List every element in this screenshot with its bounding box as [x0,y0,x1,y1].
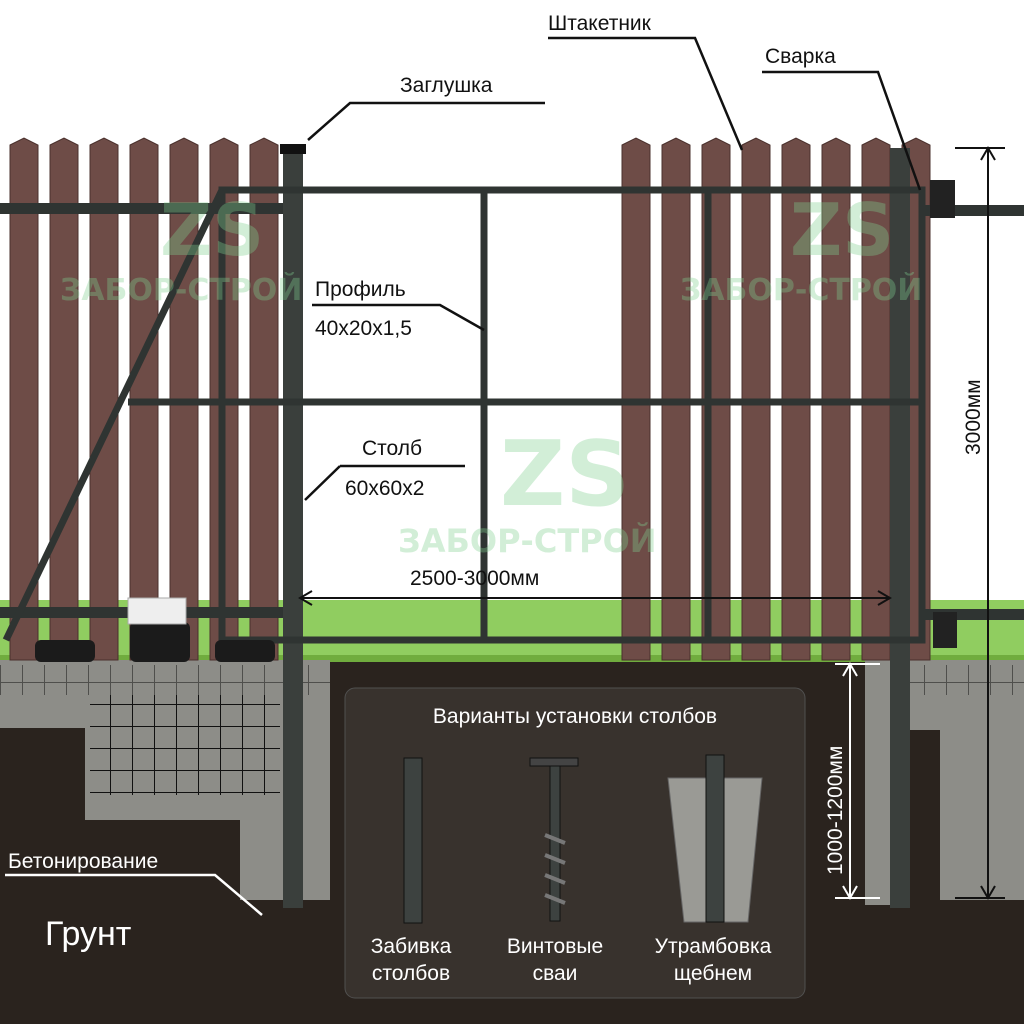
svg-text:ZS: ZS [790,188,894,272]
label-post-size: 60x60x2 [345,477,424,500]
svg-text:Винтовые: Винтовые [507,935,603,958]
gate-frame [2,186,926,644]
post-left [283,148,303,908]
svg-text:Забивка: Забивка [371,935,452,958]
label-welding: Сварка [765,45,836,68]
leader-lines [304,36,922,501]
gravel-post-icon [667,754,763,923]
svg-text:Утрамбовка: Утрамбовка [655,935,772,958]
svg-text:столбов: столбов [372,962,450,985]
post-cap [280,144,306,154]
svg-text:ЗАБОР-СТРОЙ: ЗАБОР-СТРОЙ [398,522,657,560]
driven-post-icon [403,757,423,924]
svg-text:ZS: ZS [500,422,630,527]
watermark: ZS ЗАБОР-СТРОЙ ZS ЗАБОР-СТРОЙ ZS ЗАБОР-С… [60,188,922,560]
label-profile: Профиль [315,278,406,301]
svg-text:ЗАБОР-СТРОЙ: ЗАБОР-СТРОЙ [60,272,302,308]
variants-panel: Варианты установки столбов Забивка столб… [344,687,806,999]
svg-text:сваи: сваи [533,962,578,985]
variants-title: Варианты установки столбов [433,705,717,728]
label-cap: Заглушка [400,74,493,97]
label-profile-size: 40x20x1,5 [315,317,412,340]
gate-stop [933,612,957,648]
rebar-mesh [90,695,280,795]
picket [89,137,119,661]
screw-pile-icon [529,757,579,922]
label-span-width: 2500-3000мм [410,567,539,590]
svg-text:ZS: ZS [160,188,264,272]
depth-dimension [835,662,880,900]
roller-carriages [35,597,275,662]
svg-text:ЗАБОР-СТРОЙ: ЗАБОР-СТРОЙ [680,272,922,308]
label-post: Столб [362,437,422,460]
svg-text:щебнем: щебнем [674,962,752,985]
label-picket: Штакетник [548,12,652,35]
label-height: 3000мм [962,379,985,455]
post-right [890,148,910,908]
picket [49,137,79,661]
label-soil: Грунт [45,915,131,953]
gate-latch [930,180,955,218]
dimension-lines [298,146,1005,900]
picket [9,137,39,661]
label-depth: 1000-1200мм [824,746,847,875]
label-concreting: Бетонирование [8,850,158,873]
